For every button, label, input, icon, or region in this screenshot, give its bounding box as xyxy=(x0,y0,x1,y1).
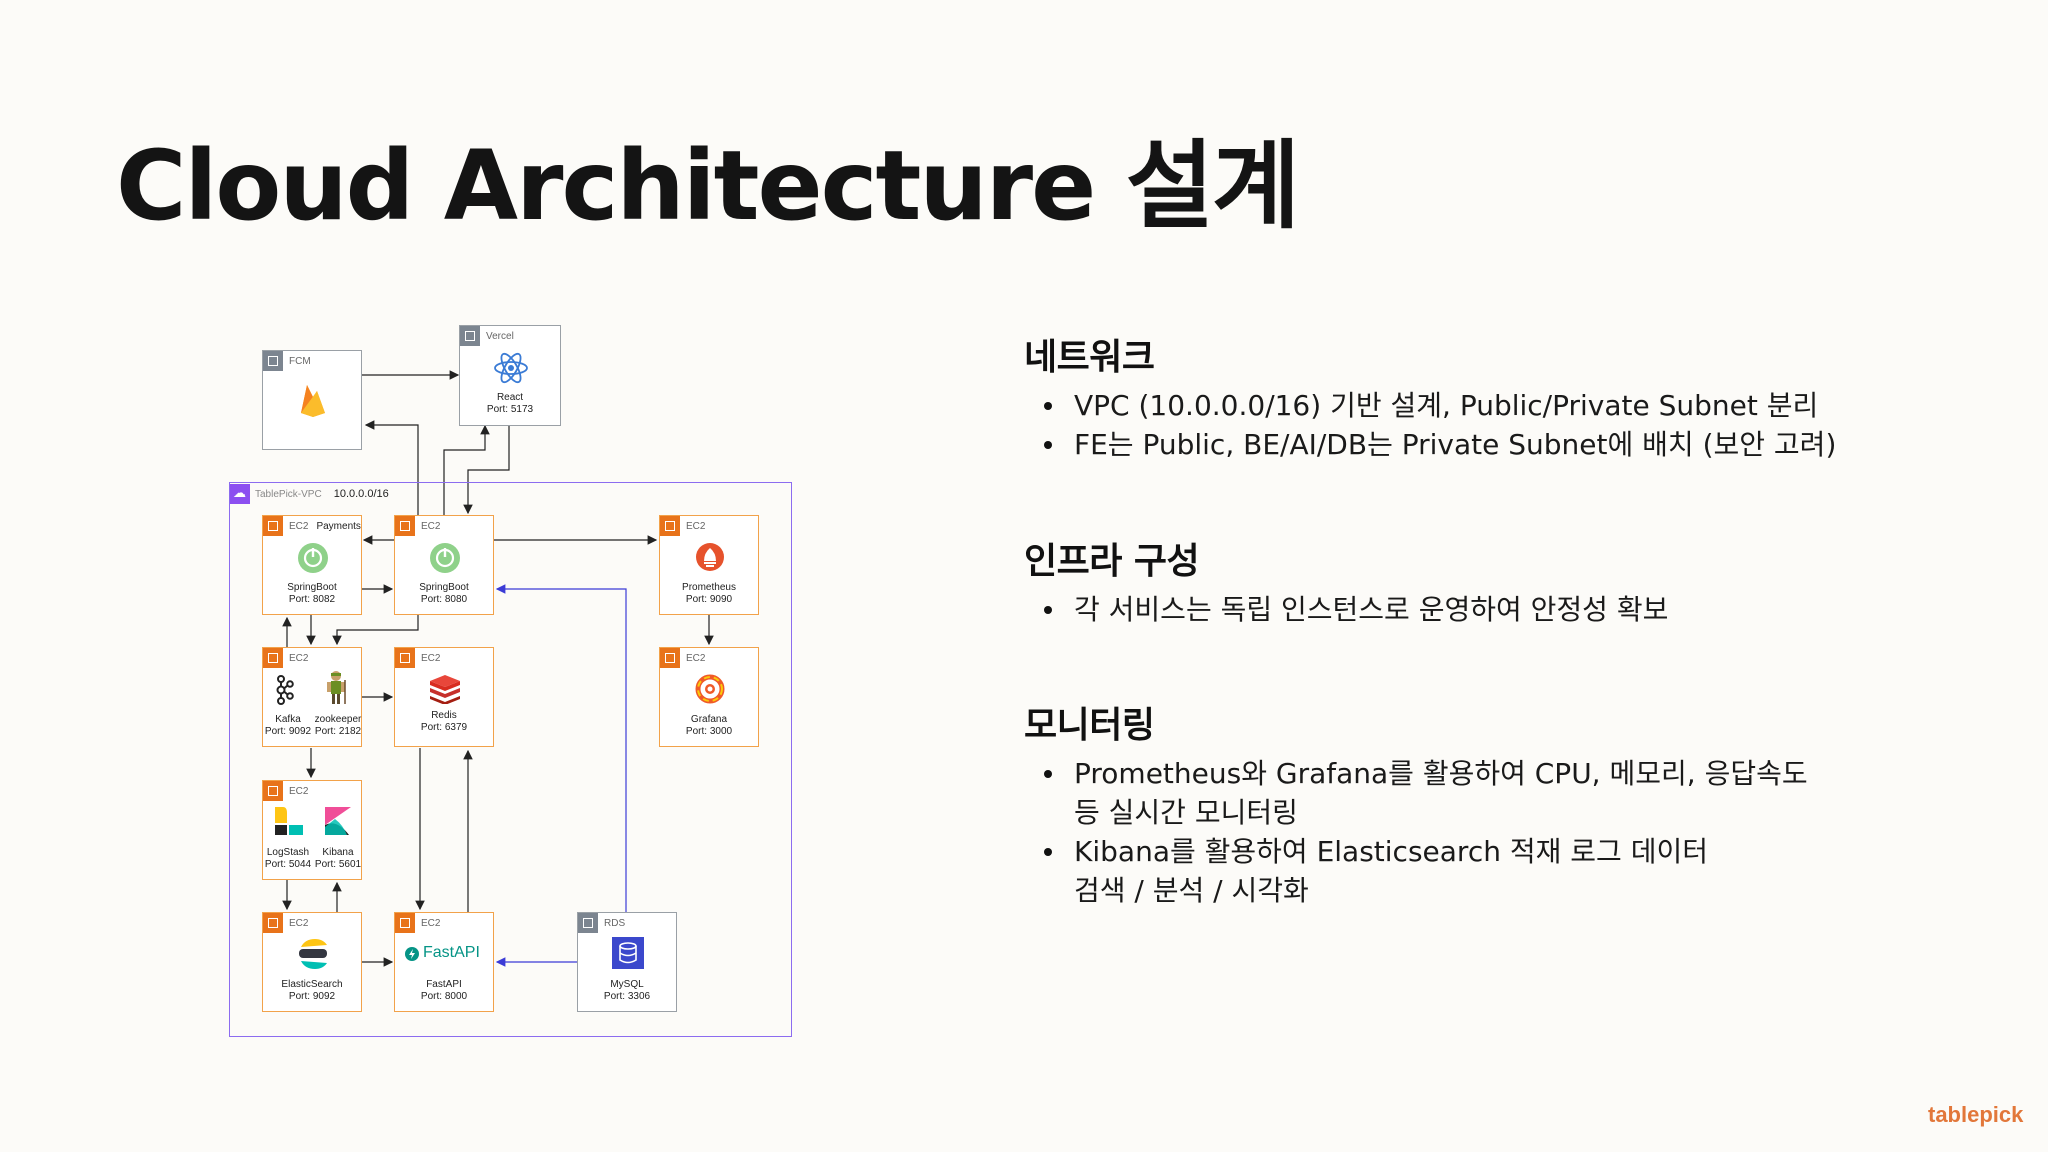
node-name-2: zookeeper xyxy=(314,714,362,725)
logstash-icon xyxy=(275,807,303,835)
grafana-icon xyxy=(695,674,725,704)
database-icon xyxy=(612,937,644,969)
node-name: React xyxy=(496,392,524,403)
vpc-container: TablePick-VPC 10.0.0.0/16 xyxy=(229,482,792,1037)
bullet-item: Prometheus와 Grafana를 활용하여 CPU, 메모리, 응답속도… xyxy=(1024,754,1814,832)
edge-springboot-vercel xyxy=(443,424,490,516)
node-port: Port: 8080 xyxy=(420,594,468,605)
node-fastapi: EC2 FastAPI FastAPI Port: 8000 xyxy=(394,912,494,1012)
node-port: Port: 9092 xyxy=(288,991,336,1002)
vpc-cidr: 10.0.0.0/16 xyxy=(333,488,389,500)
node-payments-springboot: EC2 Payments SpringBoot Port: 8082 xyxy=(262,515,362,615)
node-tag: EC2 xyxy=(686,520,706,532)
springboot-icon xyxy=(430,543,460,573)
node-port-1: Port: 9092 xyxy=(264,726,312,737)
node-port-2: Port: 2182 xyxy=(314,726,362,737)
node-tag: EC2 xyxy=(289,520,309,532)
edge-springboot-fcm xyxy=(364,420,419,516)
react-icon xyxy=(494,352,528,384)
node-name-2: Kibana xyxy=(322,847,354,858)
node-redis: EC2 Redis Port: 6379 xyxy=(394,647,494,747)
node-grafana: EC2 Grafana Port: 3000 xyxy=(659,647,759,747)
node-elasticsearch: EC2 ElasticSearch Port: 9092 xyxy=(262,912,362,1012)
node-name: Redis xyxy=(431,710,457,721)
node-tag: EC2 xyxy=(421,652,441,664)
node-fcm: FCM xyxy=(262,350,362,450)
section-monitoring: 모니터링 Prometheus와 Grafana를 활용하여 CPU, 메모리,… xyxy=(1024,696,1814,910)
node-tag: EC2 xyxy=(289,652,309,664)
edge-vercel-springboot xyxy=(463,426,510,515)
bullet-item: 각 서비스는 독립 인스턴스로 운영하여 안정성 확보 xyxy=(1024,590,1904,629)
node-tag: RDS xyxy=(604,917,626,929)
node-name-1: LogStash xyxy=(266,847,310,858)
node-tag: EC2 xyxy=(421,520,441,532)
node-name: Prometheus xyxy=(682,582,736,593)
redis-icon xyxy=(430,675,460,704)
node-port-1: Port: 5044 xyxy=(264,859,312,870)
page-title: Cloud Architecture 설계 xyxy=(116,130,1300,242)
springboot-icon xyxy=(298,543,328,573)
bullet-item: Kibana를 활용하여 Elasticsearch 적재 로그 데이터 검색 … xyxy=(1024,832,1724,910)
node-port: Port: 5173 xyxy=(486,404,534,415)
node-logstash-kibana: EC2 LogStash Port: 5044 Kibana Port: 560… xyxy=(262,780,362,880)
node-tag: FCM xyxy=(289,355,311,367)
edge-mysql-springboot xyxy=(495,584,627,912)
node-tag: EC2 xyxy=(289,917,309,929)
node-name-1: Kafka xyxy=(275,714,301,725)
node-mysql: RDS MySQL Port: 3306 xyxy=(577,912,677,1012)
section-infra: 인프라 구성 각 서비스는 독립 인스턴스로 운영하여 안정성 확보 xyxy=(1024,532,1904,629)
prometheus-icon xyxy=(696,543,724,571)
vpc-tag: TablePick-VPC 10.0.0.0/16 xyxy=(230,483,389,505)
node-tag: EC2 xyxy=(686,652,706,664)
node-port-2: Port: 5601 xyxy=(314,859,362,870)
node-kafka-zookeeper: EC2 Kafka Port: 9092 zookeeper Port: 218… xyxy=(262,647,362,747)
node-port: Port: 8000 xyxy=(420,991,468,1002)
node-port: Port: 3000 xyxy=(685,726,733,737)
section-network: 네트워크 VPC (10.0.0.0/16) 기반 설계, Public/Pri… xyxy=(1024,328,1904,464)
elasticsearch-icon xyxy=(299,939,327,969)
node-port: Port: 3306 xyxy=(603,991,651,1002)
node-tag: EC2 xyxy=(289,785,309,797)
node-vercel-react: Vercel React Port: 5173 xyxy=(459,325,561,426)
kafka-icon xyxy=(276,675,294,705)
vpc-name: TablePick-VPC xyxy=(255,488,322,500)
kibana-icon xyxy=(325,807,351,835)
firebase-icon xyxy=(301,385,325,417)
fastapi-icon xyxy=(405,947,419,961)
node-name: Grafana xyxy=(690,714,728,725)
zookeeper-icon xyxy=(327,671,346,704)
node-name: SpringBoot xyxy=(287,582,337,593)
node-name: MySQL xyxy=(610,979,644,990)
edge-springboot-kafka xyxy=(332,615,419,646)
vpc-cloud-icon xyxy=(230,484,250,504)
node-name: SpringBoot xyxy=(419,582,469,593)
node-extra: Payments xyxy=(316,520,361,532)
node-port: Port: 8082 xyxy=(288,594,336,605)
node-tag: Vercel xyxy=(486,330,514,342)
node-name: FastAPI xyxy=(426,979,462,990)
node-port: Port: 6379 xyxy=(420,722,468,733)
fastapi-logo-text: FastAPI xyxy=(423,944,480,961)
section-heading: 네트워크 xyxy=(1024,337,1155,378)
node-springboot: EC2 SpringBoot Port: 8080 xyxy=(394,515,494,615)
brand-logo: tablepick xyxy=(1928,1102,2024,1127)
bullet-item: VPC (10.0.0.0/16) 기반 설계, Public/Private … xyxy=(1024,386,1904,425)
section-heading: 인프라 구성 xyxy=(1024,541,1200,582)
bullet-item: FE는 Public, BE/AI/DB는 Private Subnet에 배치… xyxy=(1024,425,1904,464)
section-heading: 모니터링 xyxy=(1024,705,1155,746)
node-prometheus: EC2 Prometheus Port: 9090 xyxy=(659,515,759,615)
node-name: ElasticSearch xyxy=(281,979,343,990)
node-port: Port: 9090 xyxy=(685,594,733,605)
node-tag: EC2 xyxy=(421,917,441,929)
